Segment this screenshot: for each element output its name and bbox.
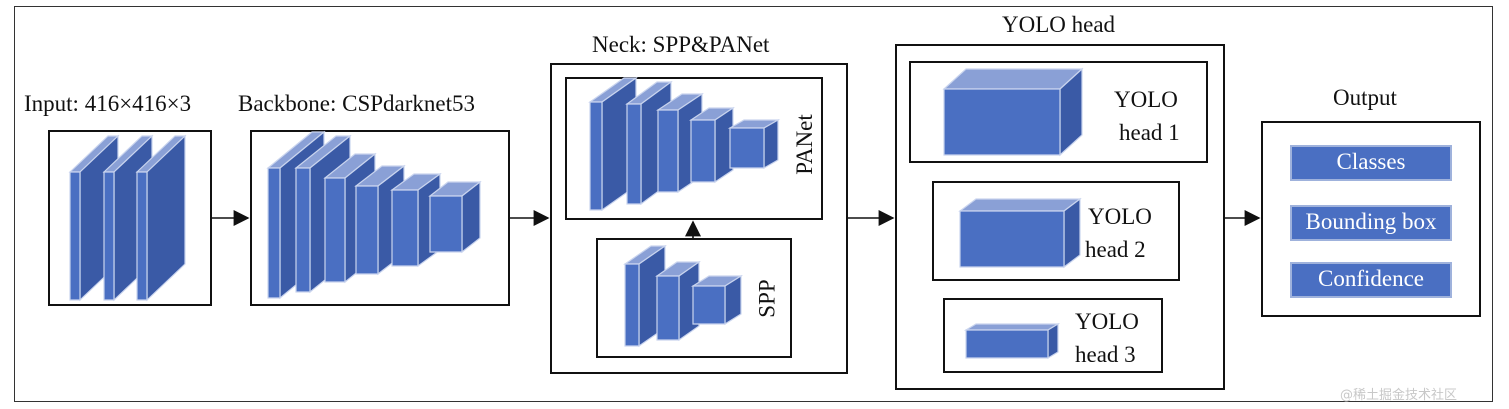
backbone-label: Backbone: CSPdarknet53 — [238, 91, 475, 116]
backbone-layer — [428, 180, 482, 254]
yolo-head-label: YOLO head — [1002, 12, 1116, 37]
spp-layer — [655, 260, 701, 342]
input-slab — [135, 134, 187, 302]
yolo-head-2-block — [958, 197, 1082, 269]
spp-layer — [690, 274, 744, 326]
arrows — [212, 210, 1261, 238]
yolo-head-3-line1: YOLO — [1075, 309, 1139, 334]
output-confidence: Confidence — [1290, 262, 1452, 298]
yolo-head-3-block — [963, 322, 1061, 360]
output-classes: Classes — [1290, 145, 1452, 181]
watermark: @稀土掘金技术社区 — [1340, 388, 1458, 403]
spp-layer — [623, 244, 667, 348]
feature-map-blocks — [68, 67, 1084, 360]
output-label: Output — [1333, 85, 1397, 110]
yolo-head-1-line2: head 1 — [1119, 120, 1180, 145]
yolo-head-2-line2: head 2 — [1085, 237, 1146, 262]
yolo-head-3-line2: head 3 — [1075, 342, 1136, 367]
diagram-frame — [14, 6, 1493, 402]
yolo-head-2-line1: YOLO — [1088, 204, 1152, 229]
yolo-head-1-line1: YOLO — [1114, 87, 1178, 112]
input-label: Input: 416×416×3 — [24, 91, 192, 116]
output-bounding-box: Bounding box — [1290, 205, 1452, 241]
yolo-head-1-block — [942, 67, 1084, 157]
panet-layer — [727, 118, 781, 170]
neck-label: Neck: SPP&PANet — [592, 32, 770, 57]
panet-layer — [689, 106, 735, 184]
